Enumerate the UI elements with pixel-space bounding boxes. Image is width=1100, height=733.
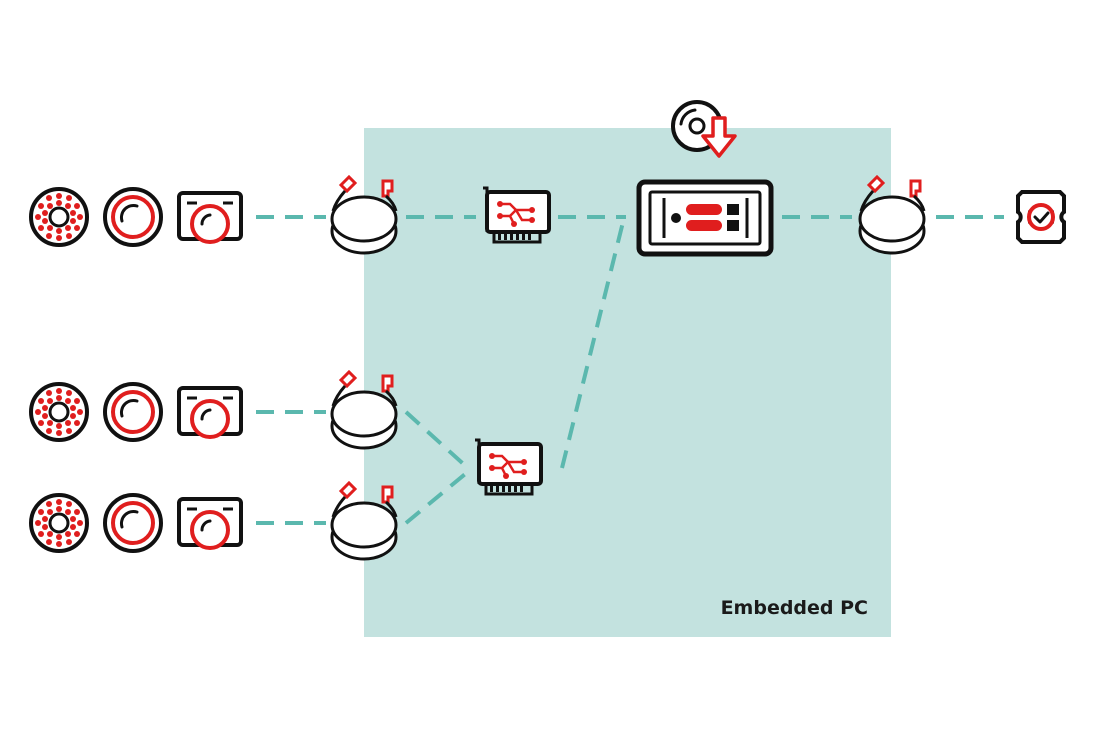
connector-grabber2-processor xyxy=(560,217,626,469)
lens-icon xyxy=(103,382,163,442)
inspection-result-icon xyxy=(1016,190,1066,244)
ring-light-icon xyxy=(29,187,89,247)
connector-cable2-grabber2 xyxy=(404,410,472,472)
connector-cable3-grabber2 xyxy=(404,468,472,525)
lens-icon xyxy=(103,493,163,553)
software-install-disc-icon xyxy=(671,100,737,158)
ring-light-icon xyxy=(29,382,89,442)
lens-icon xyxy=(103,187,163,247)
connector-lines xyxy=(256,215,1004,525)
embedded-pc-region xyxy=(364,128,891,637)
vision-processor-icon xyxy=(636,179,774,257)
ring-light-icon xyxy=(29,493,89,553)
camera-icon xyxy=(177,386,243,439)
frame-grabber-icon xyxy=(473,438,543,496)
embedded-pc-label: Embedded PC xyxy=(720,597,868,619)
frame-grabber-icon xyxy=(481,186,551,244)
camera-icon xyxy=(177,191,243,244)
camera-icon xyxy=(177,497,243,550)
